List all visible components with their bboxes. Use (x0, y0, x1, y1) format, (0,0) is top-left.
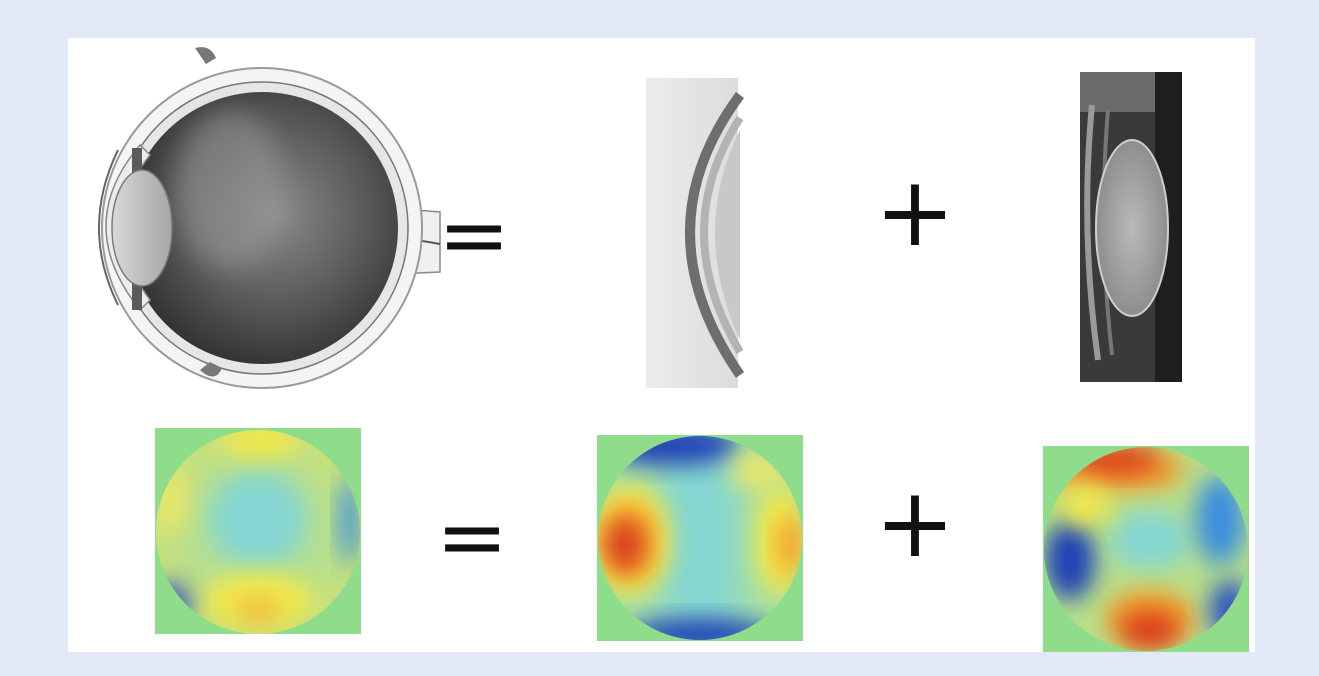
equals-operator-bottom: = (436, 487, 508, 587)
crystalline-lens-image (1080, 72, 1182, 382)
total-wavefront-map (155, 428, 361, 634)
cornea-image (646, 78, 745, 388)
equals-operator-top: = (438, 185, 510, 285)
corneal-wavefront-map (597, 435, 803, 641)
plus-operator-top: + (875, 156, 955, 268)
plus-operator-bottom: + (875, 467, 955, 579)
internal-wavefront-map (1043, 446, 1249, 652)
whole-eye-illustration (72, 47, 442, 390)
